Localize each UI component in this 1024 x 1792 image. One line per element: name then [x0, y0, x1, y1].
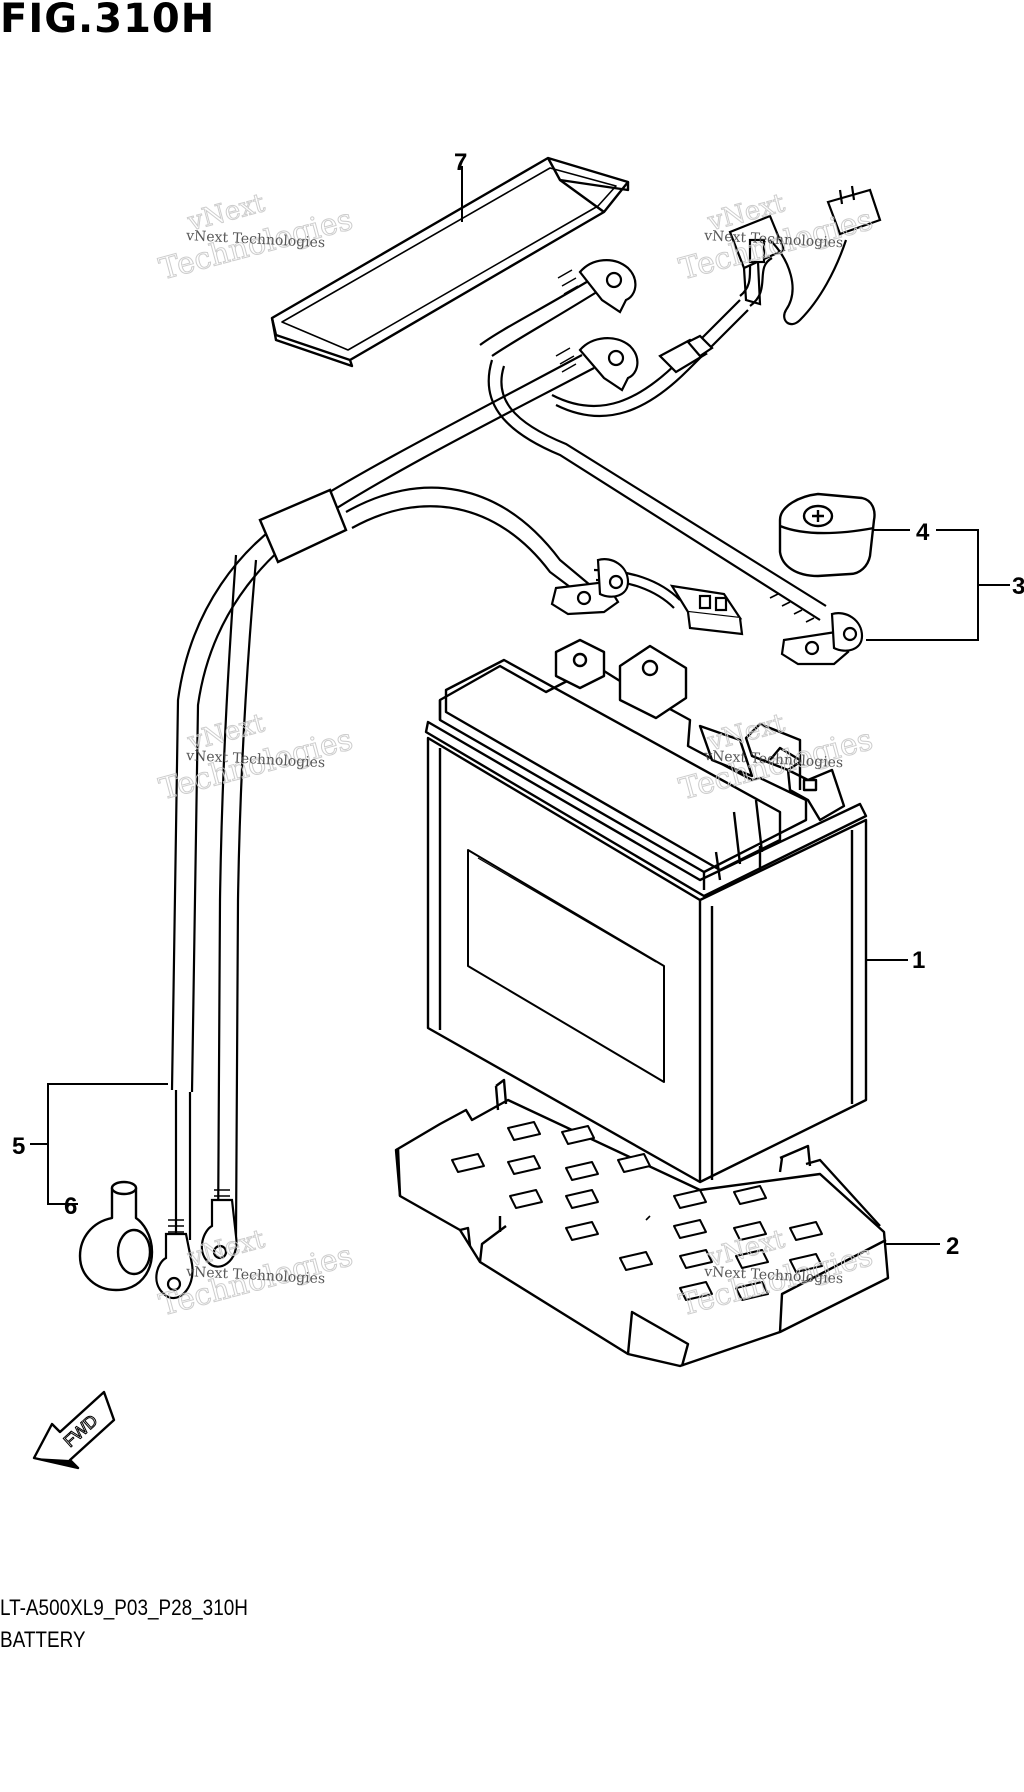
figure-title: FIG.310H: [0, 0, 216, 42]
svg-text:vNext Technologies: vNext Technologies: [703, 1264, 844, 1287]
svg-text:vNext Technologies: vNext Technologies: [185, 1264, 326, 1287]
svg-text:vNext Technologies: vNext Technologies: [703, 748, 844, 771]
sub-wiring-harness: [551, 185, 882, 636]
watermark-2: vNext Technologies: [675, 188, 877, 288]
terminal-boot: [78, 1180, 154, 1292]
callout-4: 4: [916, 519, 930, 546]
fwd-arrow-icon: FWD: [32, 1390, 116, 1470]
callout-5: 5: [12, 1133, 25, 1160]
battery-tray: [394, 1078, 890, 1368]
cable-terminals-lower: [550, 558, 864, 666]
battery-strap: [270, 156, 630, 368]
terminal-cover: [778, 492, 876, 578]
diagram-code: LT-A500XL9_P03_P28_310H: [0, 1595, 248, 1620]
diagram-name: BATTERY: [0, 1627, 86, 1652]
callout-2: 2: [946, 1233, 959, 1260]
svg-text:vNext Technologies: vNext Technologies: [185, 748, 326, 771]
callout-3: 3: [1012, 573, 1024, 600]
cable-ring-terminals-upper: [555, 259, 639, 392]
callout-7: 7: [454, 149, 467, 176]
svg-text:vNext Technologies: vNext Technologies: [185, 228, 326, 251]
callout-1: 1: [912, 947, 925, 974]
leader-lines: [30, 166, 1010, 1245]
callout-labels: 7 4 3 1 2 5 6: [12, 149, 1024, 1260]
battery-cables: [170, 279, 827, 1241]
callout-6: 6: [64, 1193, 77, 1220]
battery: [424, 638, 868, 1184]
cable-ring-lugs-bottom: [155, 1189, 238, 1300]
watermark-1: vNext Technologies: [155, 188, 357, 288]
svg-text:vNext Technologies: vNext Technologies: [703, 228, 844, 251]
